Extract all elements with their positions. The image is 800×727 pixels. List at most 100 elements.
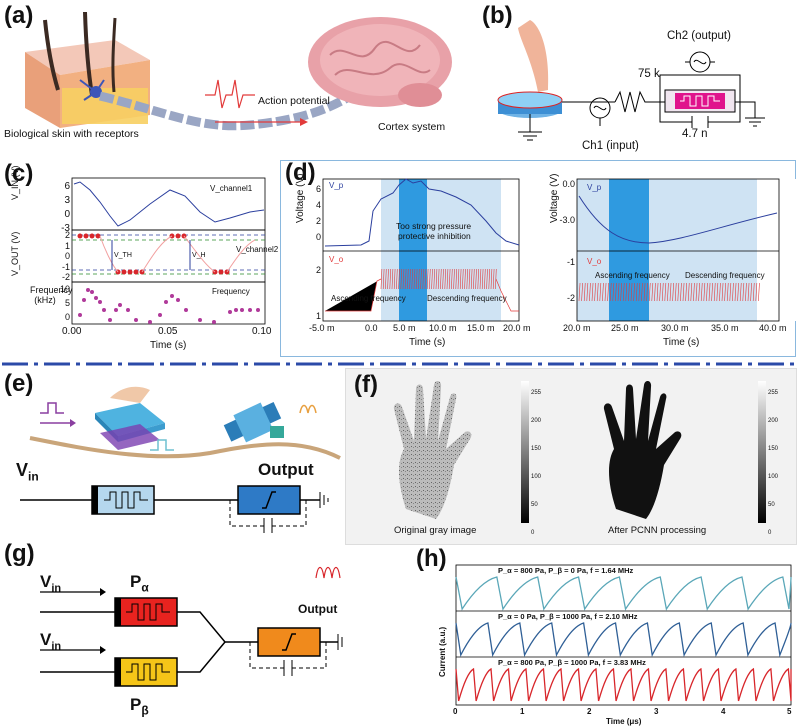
panel-a: (a) Biological skin with receptors Actio… (0, 0, 460, 160)
f-cb-tick: 150 (768, 446, 779, 452)
d-left-ytick: 6 (315, 184, 321, 194)
panel-b: (b) Ch2 (output) 75 k 4.7 n Ch1 (input) (470, 0, 800, 160)
g-p-beta: Pβ (130, 695, 149, 717)
section-divider (2, 362, 798, 366)
panel-d: (d) Voltage (V) 6 4 2 0 2 1 V_p V_o Too … (280, 159, 797, 357)
panel-g-label: (g) (4, 540, 35, 567)
cortex-label: Cortex system (378, 121, 446, 133)
f-cb-tick: 100 (768, 474, 779, 480)
h-row-title: P_α = 800 Pa, P_β = 1000 Pa, f = 3.83 MH… (498, 658, 646, 667)
e-vin: Vin (16, 460, 39, 484)
panel-c-plots (71, 177, 266, 325)
skin-caption: Biological skin with receptors (4, 128, 139, 140)
c-y3-tick: 10 (59, 284, 70, 294)
c-x-tick: 0.00 (62, 326, 82, 337)
f-colorbar-right-ticks: 255 200 150 100 50 0 (768, 379, 778, 547)
f-caption-left: Original gray image (394, 525, 477, 536)
d-right-xtick: 35.0 m (711, 323, 739, 333)
d-right-ytick: -3.0 (559, 215, 575, 225)
panel-c: (c) V_IN (V) 6 3 0 -3 (0, 160, 279, 360)
g-vin1-main: V (40, 572, 52, 591)
d-right-xtick: 40.0 m (759, 323, 787, 333)
d-left-ytick: 2 (315, 265, 321, 275)
e-vin-sub: in (28, 469, 39, 484)
panel-h: (h) P_α = 800 Pa, P_β = 0 Pa, f = 1.64 M… (410, 545, 800, 727)
panel-e-label: (e) (4, 370, 34, 397)
circuit-schematic (497, 20, 765, 141)
c-vh: V_H (192, 252, 206, 259)
g-p-alpha: Pα (130, 572, 149, 594)
g-p-beta-sub: β (141, 703, 149, 718)
c-legend2: V_channel2 (236, 245, 279, 254)
d-right-xtick: 30.0 m (661, 323, 689, 333)
g-vin1: Vin (40, 572, 61, 594)
g-vin2-sub: in (51, 640, 62, 653)
f-cb-tick: 0 (531, 530, 535, 536)
d-left-yticks-top: 6 4 2 0 (311, 181, 321, 245)
c-legend1: V_channel1 (210, 184, 253, 193)
d-left-xtick: 10.0 m (429, 323, 457, 333)
panel-a-label: (a) (4, 2, 34, 29)
e-vin-main: V (16, 460, 29, 480)
d-right-legend-o: V_o (587, 257, 602, 266)
c-y3-tick: 5 (64, 298, 70, 308)
c-y3-tick: 0 (64, 312, 70, 322)
h-row-title: P_α = 0 Pa, P_β = 1000 Pa, f = 2.10 MHz (498, 612, 638, 621)
c-legend3: Frequency (212, 287, 250, 296)
panel-d-label: (d) (285, 159, 316, 186)
f-colorbar-left-ticks: 255 200 150 100 50 0 (531, 379, 541, 547)
f-caption-right: After PCNN processing (608, 525, 707, 536)
h-xtick: 1 (520, 707, 525, 716)
action-potential-label: Action potential (258, 95, 330, 107)
c-x-tick: 0.10 (252, 326, 272, 337)
c-y2-tick: 1 (64, 240, 70, 251)
f-cb-tick: 255 (768, 390, 779, 396)
f-cb-tick: 100 (531, 474, 542, 480)
palm-images (393, 381, 766, 523)
panel-e: (e) Vin Output (0, 368, 345, 533)
tactile-device-illustration (20, 386, 341, 533)
d-left-legend-p: V_p (329, 181, 344, 190)
panel-g: (g) Vin Vin Pα Pβ Output (0, 540, 345, 727)
resistor-label: 75 k (638, 68, 660, 80)
h-xtick: 3 (654, 707, 659, 716)
g-vin1-sub: in (51, 582, 62, 595)
d-right-x-label: Time (s) (663, 337, 700, 348)
c-y2-tick: 2 (64, 230, 70, 240)
oscillation-trace (380, 268, 497, 290)
d-annot-asc: Ascending frequency (331, 294, 406, 303)
d-left-x-label: Time (s) (409, 337, 446, 348)
d-left-ytick: 2 (315, 216, 321, 226)
d-left-xtick: 20.0 m (503, 323, 531, 333)
d-left-xtick: 15.0 m (467, 323, 495, 333)
c-y2-label: V_OUT (V) (10, 231, 20, 276)
g-output: Output (298, 602, 338, 616)
d-right-annot-asc: Ascending frequency (595, 271, 670, 280)
h-xtick: 4 (721, 707, 726, 716)
oscillation-trace (578, 282, 760, 302)
d-left-xtick: -5.0 m (309, 323, 335, 333)
d-right-ytick: -1 (566, 257, 575, 267)
f-cb-tick: 150 (531, 446, 542, 452)
d-annot-desc: Descending frequency (427, 294, 507, 303)
g-p-beta-main: P (130, 695, 142, 714)
f-cb-tick: 0 (768, 530, 772, 536)
d-annot-protective: protective inhibition (398, 231, 471, 241)
current-trace-3 (455, 667, 792, 702)
d-left-legend-o: V_o (329, 255, 344, 264)
f-cb-tick: 50 (768, 502, 775, 508)
c-y2-tick: 0 (64, 251, 70, 261)
current-trace-2 (455, 622, 792, 658)
ch1-label: Ch1 (input) (582, 140, 639, 152)
d-left-ytick: 4 (315, 200, 321, 210)
e-output: Output (258, 460, 314, 479)
c-x-label: Time (s) (150, 340, 187, 351)
c-y2-tick: -1 (61, 261, 70, 272)
d-left-xtick: 5.0 m (393, 323, 416, 333)
g-vin2: Vin (40, 630, 61, 652)
skin-neuron-illustration (25, 11, 452, 131)
d-left-ytick: 0 (315, 232, 321, 242)
d-left-xtick: 0.0 (365, 323, 378, 333)
d-right-xtick: 20.0 m (563, 323, 591, 333)
h-xtick: 0 (453, 707, 458, 716)
